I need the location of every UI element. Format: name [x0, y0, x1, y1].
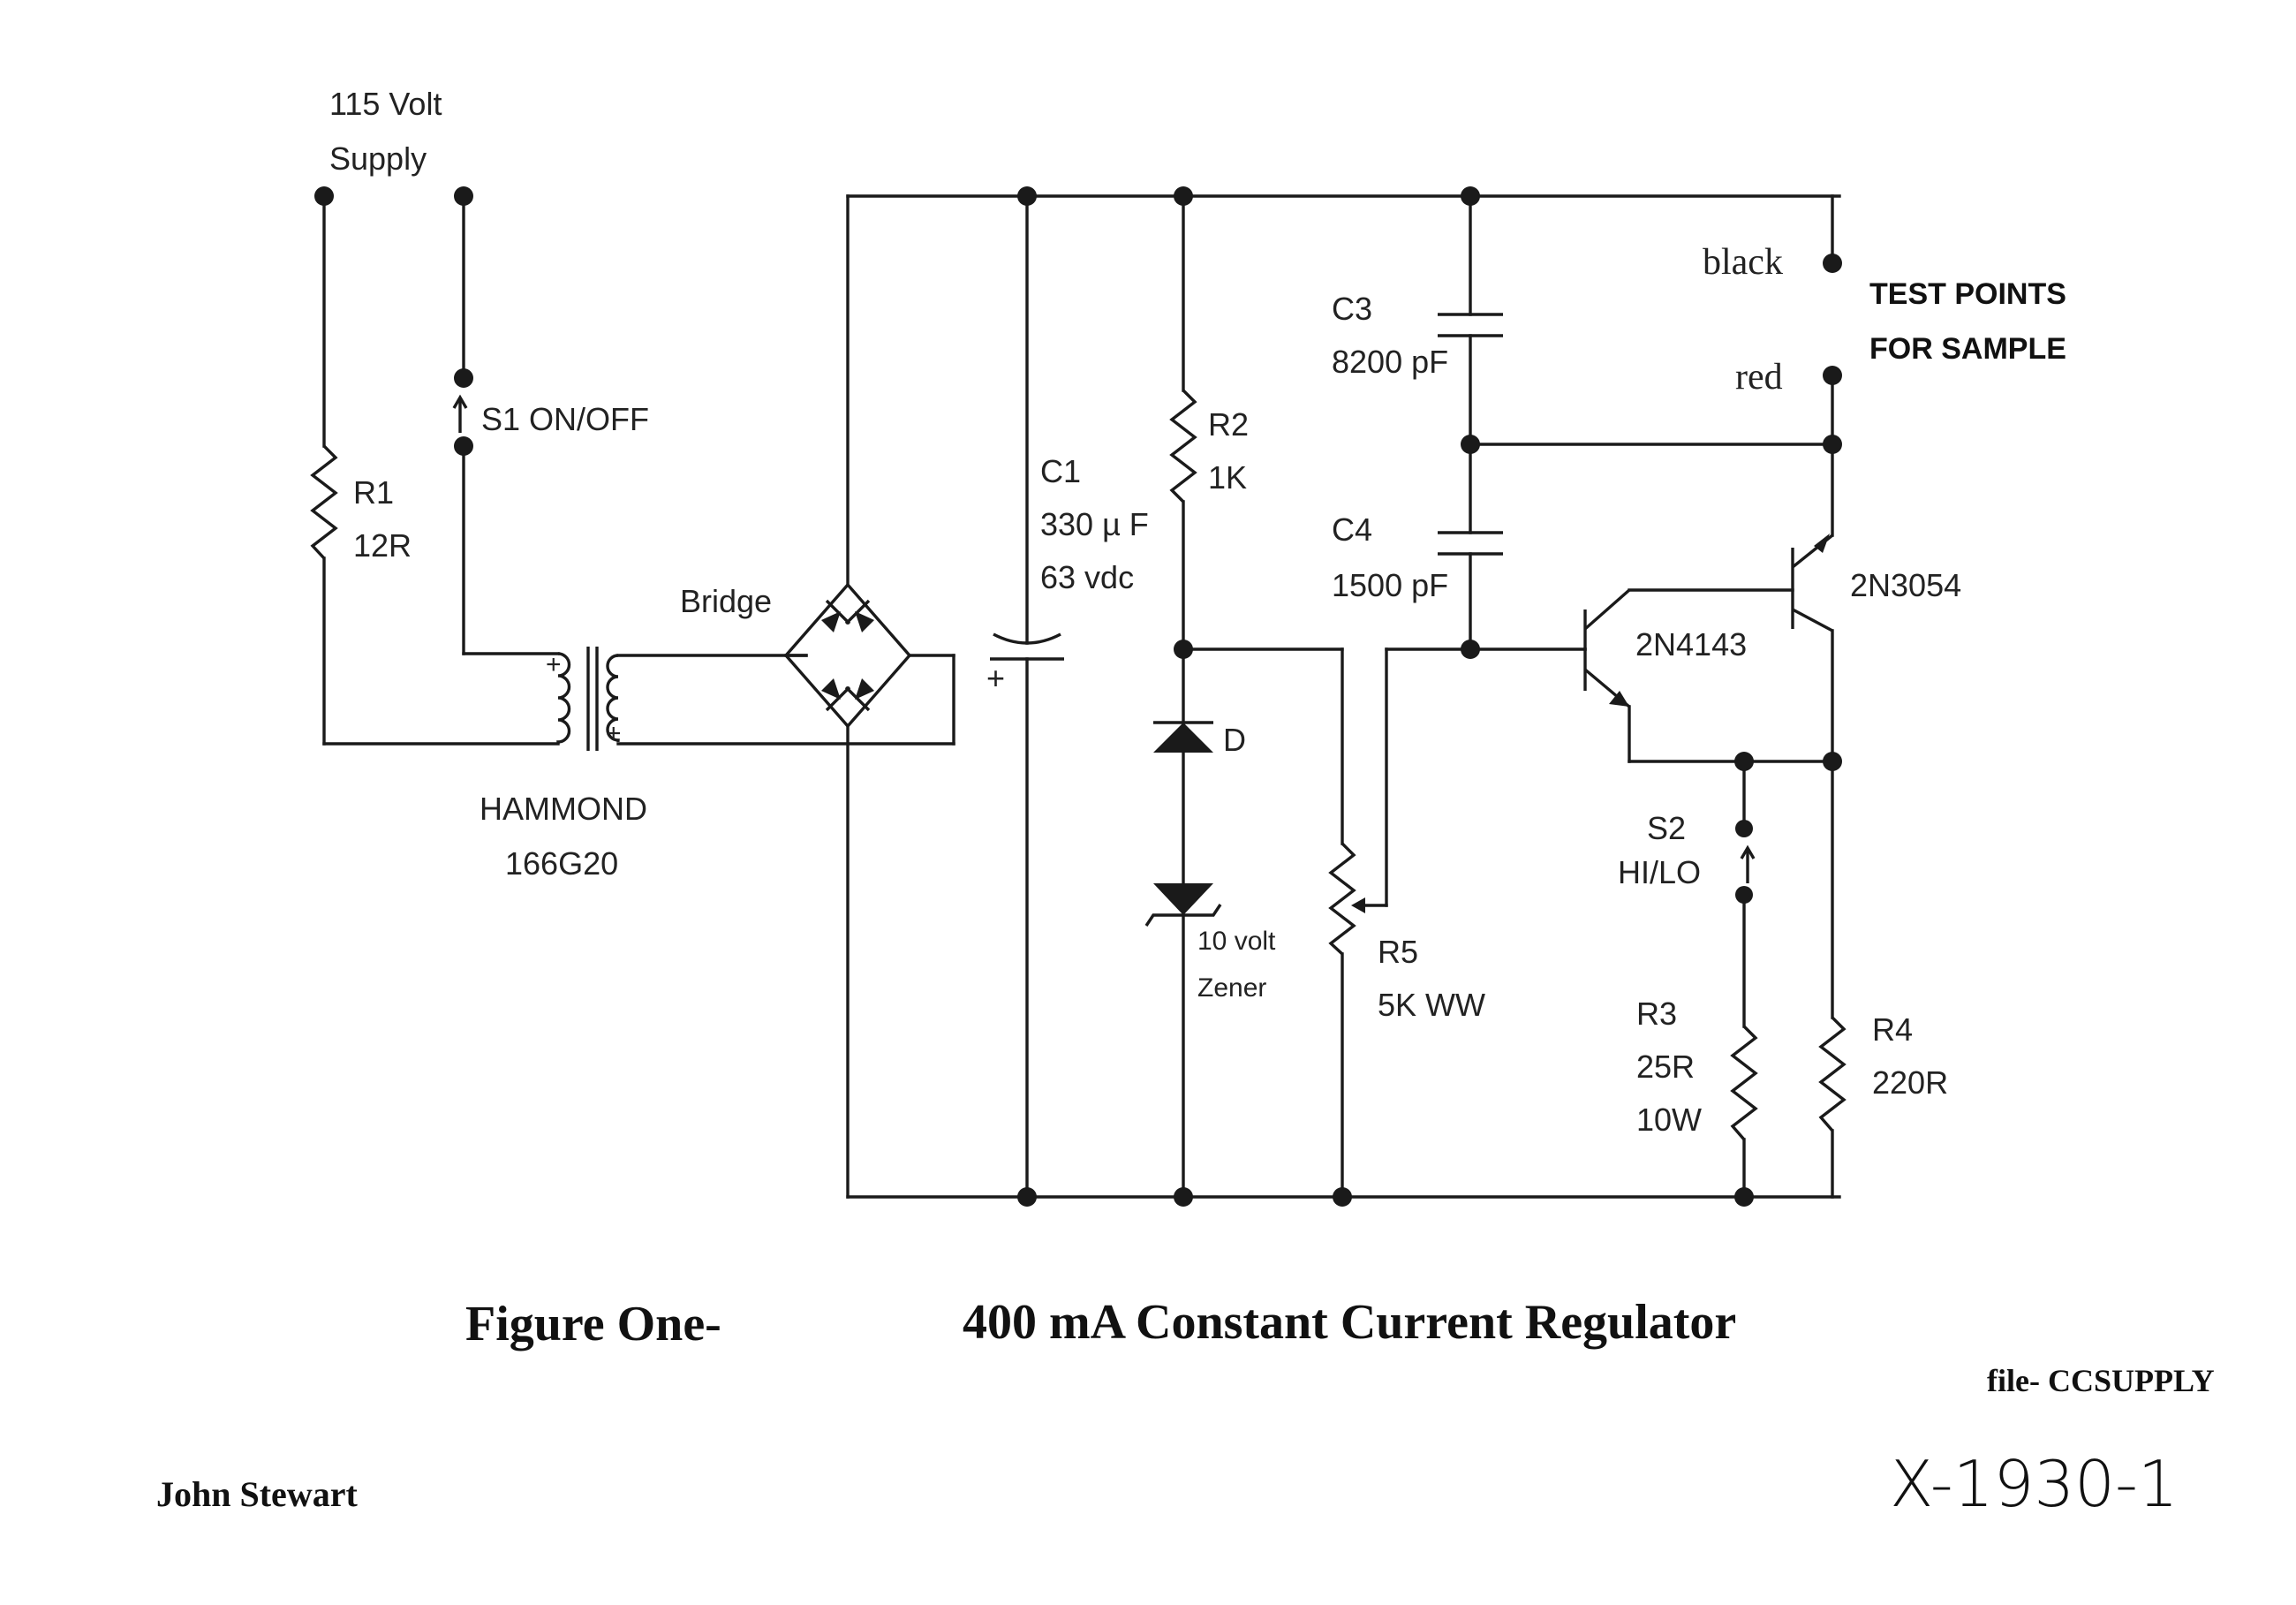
c1-polarity: +	[986, 660, 1005, 696]
svg-text:+: +	[546, 650, 562, 679]
supply-label-line1: 115 Volt	[329, 86, 442, 122]
s2-switch	[1735, 760, 1756, 1028]
r3-resistor	[1730, 1025, 1758, 1141]
zener-label-line2: Zener	[1197, 973, 1266, 1003]
figure-label: Figure One-	[465, 1297, 721, 1351]
r1-value: 12R	[353, 527, 412, 564]
transformer-model: 166G20	[505, 845, 618, 882]
q2-label: 2N3054	[1850, 567, 1961, 603]
c1-capacitor	[990, 194, 1064, 1199]
zener-diode	[1153, 883, 1213, 915]
r5-value: 5K WW	[1378, 987, 1485, 1023]
s2-name: S2	[1647, 810, 1686, 846]
r4-resistor	[1818, 1016, 1847, 1132]
c4-value: 1500 pF	[1332, 567, 1448, 603]
test-point-black	[1823, 254, 1842, 273]
svg-text:+: +	[606, 719, 622, 748]
test-point-red	[1823, 366, 1842, 385]
q1-transistor	[1583, 588, 1794, 763]
test-points-heading-1: TEST POINTS	[1869, 277, 2066, 311]
r1-name: R1	[353, 474, 394, 511]
supply-terminal-left	[314, 186, 334, 206]
s2-label: HI/LO	[1618, 854, 1701, 890]
q1-label: 2N4143	[1635, 626, 1747, 662]
r3-value: 25R	[1636, 1049, 1695, 1085]
r2-value: 1K	[1208, 459, 1247, 496]
r2-diode-zener-branch	[1144, 194, 1222, 1199]
s1-switch	[452, 368, 473, 456]
bridge-label: Bridge	[680, 583, 772, 619]
file-reference: file- CCSUPPLY	[1987, 1363, 2215, 1398]
r5-potentiometer	[1182, 647, 1587, 1199]
r3-name: R3	[1636, 996, 1677, 1032]
transformer-maker: HAMMOND	[480, 791, 647, 827]
test-points-heading-2: FOR SAMPLE	[1869, 332, 2066, 366]
r5-name: R5	[1378, 934, 1418, 970]
r2-name: R2	[1208, 406, 1249, 443]
supply-label-line2: Supply	[329, 140, 427, 177]
r4-name: R4	[1872, 1011, 1913, 1048]
c3-value: 8200 pF	[1332, 344, 1448, 380]
document-number: X-1930-1	[1890, 1447, 2179, 1521]
zener-label-line1: 10 volt	[1197, 927, 1276, 956]
junction-dots	[1017, 186, 1842, 1207]
test-point-black-label: black	[1703, 242, 1783, 283]
test-point-red-label: red	[1735, 357, 1783, 397]
c1-name: C1	[1040, 453, 1081, 489]
supply-terminal-right	[454, 186, 473, 206]
r2-resistor	[1169, 389, 1197, 503]
s1-label: S1 ON/OFF	[481, 401, 649, 437]
c3-name: C3	[1332, 291, 1372, 327]
r1-resistor	[310, 444, 338, 560]
transformer: + +	[546, 647, 622, 751]
figure-title: 400 mA Constant Current Regulator	[963, 1295, 1736, 1350]
diode-d	[1153, 723, 1213, 753]
c4-name: C4	[1332, 511, 1372, 548]
diode-label: D	[1223, 722, 1246, 758]
c1-rating: 63 vdc	[1040, 559, 1134, 595]
author-name: John Stewart	[156, 1474, 358, 1514]
input-supply-wiring	[310, 194, 560, 746]
c1-value: 330 µ F	[1040, 506, 1149, 542]
r3-power: 10W	[1636, 1102, 1702, 1138]
r4-value: 220R	[1872, 1064, 1948, 1101]
q2-transistor	[1791, 443, 1834, 763]
c3-c4-capacitors	[1438, 194, 1834, 651]
